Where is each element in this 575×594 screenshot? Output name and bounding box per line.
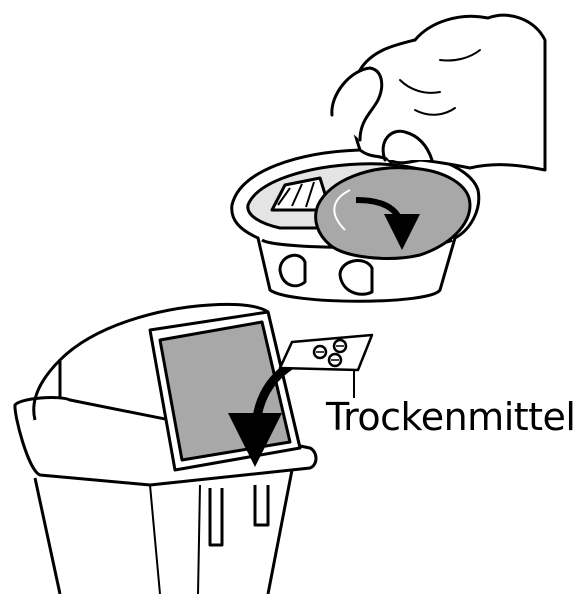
hand-icon [332, 15, 545, 170]
desiccant-label: Trockenmittel [326, 398, 575, 436]
trash-bin-icon [15, 304, 316, 594]
desiccant-packet-icon [280, 335, 372, 370]
